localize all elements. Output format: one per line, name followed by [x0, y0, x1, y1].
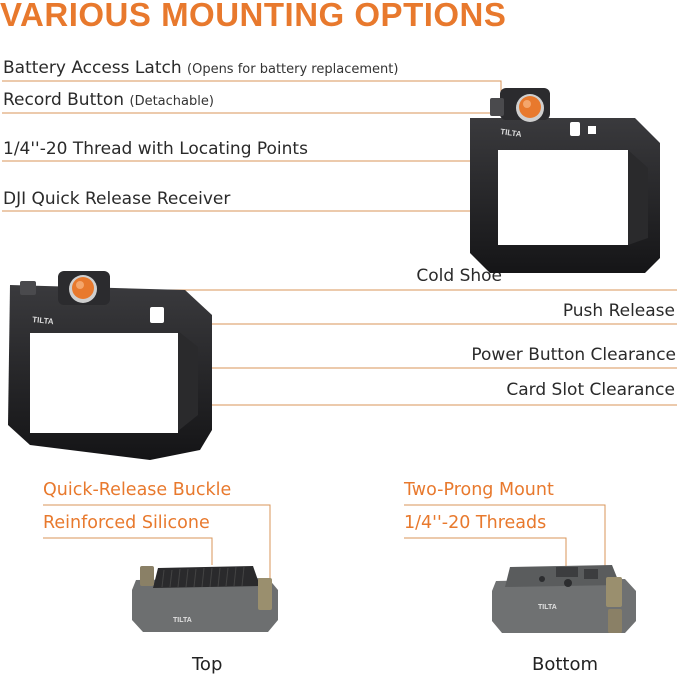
mount-bottom-image: TILTA — [492, 565, 636, 633]
label-push-release: Push Release — [562, 301, 675, 321]
label-power-button-clearance: Power Button Clearance — [471, 345, 676, 365]
label-dji-quick-release: DJI Quick Release Receiver — [3, 189, 231, 209]
label-thread-locating-points: 1/4''-20 Thread with Locating Points — [3, 139, 308, 159]
label-reinforced-silicone: Reinforced Silicone — [43, 513, 210, 533]
label-cold-shoe: Cold Shoe — [416, 266, 502, 286]
page-title: VARIOUS MOUNTING OPTIONS — [0, 0, 507, 33]
label-quick-release-buckle: Quick-Release Buckle — [43, 480, 232, 500]
cage-front-image: TILTA — [8, 271, 212, 460]
label-battery-access-latch: Battery Access Latch (Opens for battery … — [3, 58, 399, 78]
cage-brand-text: TILTA — [500, 127, 523, 139]
cage-back-image: TILTA — [470, 88, 660, 273]
cage-front-brand-text: TILTA — [32, 315, 55, 326]
mount-top-brand-text: TILTA — [173, 617, 192, 624]
label-record-button: Record Button (Detachable) — [3, 90, 214, 110]
label-threads: 1/4''-20 Threads — [404, 513, 547, 533]
caption-bottom: Bottom — [532, 654, 599, 675]
label-card-slot-clearance: Card Slot Clearance — [506, 380, 675, 400]
label-two-prong-mount: Two-Prong Mount — [404, 480, 554, 500]
mount-bottom-brand-text: TILTA — [538, 604, 557, 611]
mount-top-image: TILTA — [132, 566, 278, 632]
caption-top: Top — [192, 654, 223, 675]
